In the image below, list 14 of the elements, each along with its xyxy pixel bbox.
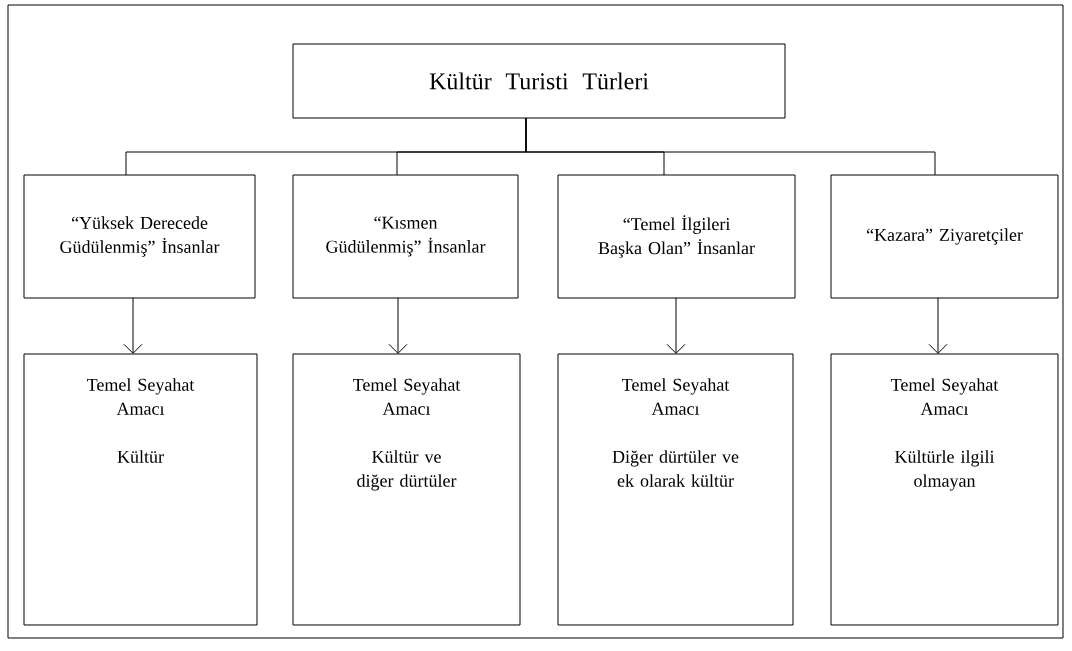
purpose-box: Temel Seyahat Amacı Diğer dürtüler ve ek olarak kültür xyxy=(557,353,794,626)
category-box: “Yüksek Derecede Güdülenmiş” İnsanlar xyxy=(23,174,256,299)
purpose-box: Temel Seyahat Amacı Kültür xyxy=(23,353,258,626)
arrow xyxy=(123,297,143,354)
category-box: “Temel İlgileri Başka Olan” İnsanlar xyxy=(557,174,796,299)
purpose-box: Temel Seyahat Amacı Kültür ve diğer dürtüler xyxy=(292,353,521,626)
connector-line xyxy=(525,117,936,176)
category-box: “Kısmen Güdülenmiş” İnsanlar xyxy=(292,174,519,299)
arrow xyxy=(666,297,686,354)
purpose-box: Temel Seyahat Amacı Kültürle ilgili olmayan xyxy=(830,353,1059,626)
category-box: “Kazara” Ziyaretçiler xyxy=(830,174,1059,299)
arrow xyxy=(928,297,948,354)
arrow xyxy=(388,297,408,354)
title-box: Kültür Turisti Türleri xyxy=(292,43,786,119)
